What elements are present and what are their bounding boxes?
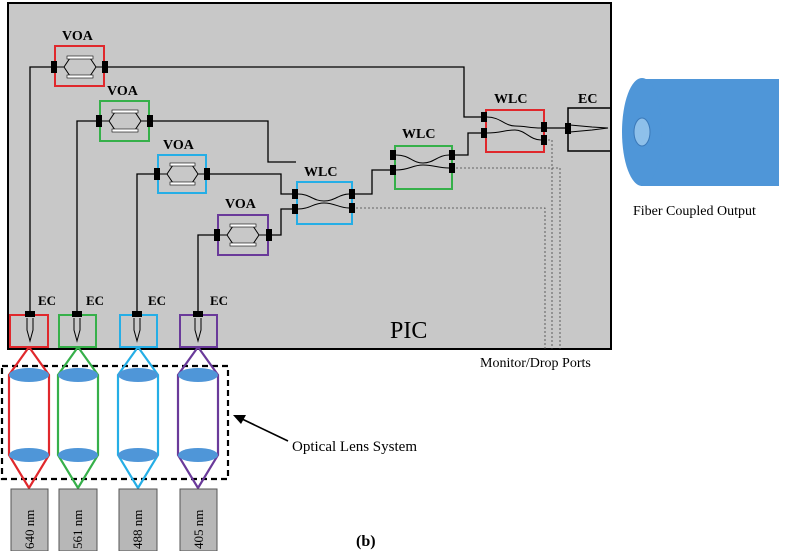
lens-system-box	[0, 364, 230, 481]
wlc-label: WLC	[304, 165, 337, 180]
wavelength-640: 640 nm	[22, 510, 37, 549]
pic-chip	[7, 2, 612, 350]
voa-1: VOA	[51, 29, 108, 87]
ec-label: EC	[38, 293, 56, 308]
lens-system-label: Optical Lens System	[292, 439, 417, 455]
ec-label: EC	[148, 293, 166, 308]
laser-sources: 640 nm 561 nm 488 nm 405 nm	[10, 488, 218, 551]
wlc-label: WLC	[402, 127, 435, 142]
voa-label: VOA	[62, 29, 94, 44]
ec-label: EC	[210, 293, 228, 308]
pic-label: PIC	[390, 318, 427, 344]
ec-488: EC	[119, 293, 166, 348]
fiber-label: Fiber Coupled Output	[633, 204, 756, 219]
lens-405	[176, 346, 220, 491]
ec-label: EC	[578, 92, 597, 107]
voa-3: VOA	[154, 138, 210, 194]
voa-label: VOA	[225, 197, 257, 212]
wavelength-405: 405 nm	[191, 510, 206, 549]
voa-label: VOA	[163, 138, 195, 153]
fiber-output	[622, 78, 779, 186]
voa-label: VOA	[107, 84, 139, 99]
voa-4: VOA	[214, 197, 272, 256]
waveguides	[29, 66, 568, 349]
source-405: 405 nm	[179, 488, 218, 551]
lens-561	[56, 346, 100, 491]
source-561: 561 nm	[58, 488, 98, 551]
monitor-label: Monitor/Drop Ports	[480, 356, 591, 371]
output-edge-coupler: EC	[565, 92, 612, 152]
source-488: 488 nm	[118, 488, 158, 551]
lens-488	[116, 346, 160, 491]
panel-label: (b)	[356, 533, 376, 550]
wavelength-561: 561 nm	[70, 510, 85, 549]
voa-2: VOA	[96, 84, 153, 142]
lens-system-arrow	[233, 415, 289, 442]
ec-label: EC	[86, 293, 104, 308]
source-640: 640 nm	[10, 488, 49, 551]
wavelength-488: 488 nm	[130, 510, 145, 549]
input-edge-couplers: EC EC EC EC	[9, 293, 228, 348]
wlc-label: WLC	[494, 92, 527, 107]
wlc-2: WLC	[390, 127, 455, 190]
lens-640	[7, 346, 51, 491]
wlc-3: WLC	[292, 165, 355, 225]
wlc-1: WLC	[481, 92, 547, 153]
